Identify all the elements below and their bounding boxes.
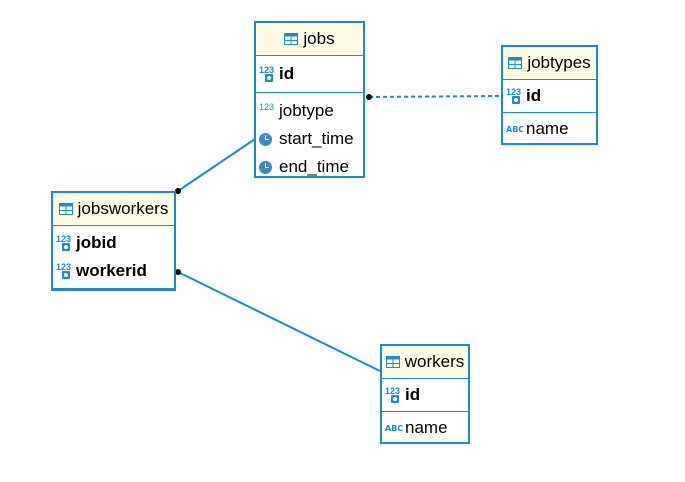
table-icon (508, 57, 523, 69)
key-section: 123 id (503, 80, 596, 113)
column-name: name (405, 418, 448, 437)
column-section: ABC name (503, 113, 596, 147)
entity-jobsworkers[interactable]: jobsworkers 123 jobid 123 workerid (51, 191, 176, 291)
entity-header: jobsworkers (53, 193, 174, 226)
clock-icon (259, 130, 279, 148)
key-section: 123 id (382, 379, 468, 412)
column-row[interactable]: ABC name (382, 414, 468, 442)
entity-title: jobtypes (527, 53, 591, 72)
column-name: jobtype (279, 101, 334, 120)
entity-header: jobtypes (503, 47, 596, 80)
column-row[interactable]: 123 id (256, 60, 363, 88)
table-icon (284, 33, 299, 45)
column-section: 123 jobtype start_time end_time (256, 93, 363, 185)
text-icon: ABC (506, 124, 525, 134)
key-section: 123 jobid 123 workerid (53, 226, 174, 289)
column-name: name (526, 119, 569, 138)
entity-header: workers (382, 346, 468, 379)
column-name: id (526, 86, 542, 105)
column-row[interactable]: end_time (256, 153, 363, 181)
numeric-key-icon: 123 (56, 234, 76, 252)
relationship-end-dot (366, 94, 372, 100)
entity-title: jobsworkers (77, 199, 169, 218)
table-icon (385, 356, 400, 368)
column-row[interactable]: ABC name (503, 115, 596, 143)
relationship-jobsworkers-workers[interactable] (177, 271, 381, 372)
relationship-jobs-jobtypes[interactable] (368, 95, 502, 98)
entity-title: jobs (303, 29, 335, 48)
column-row[interactable]: 123 id (503, 82, 596, 110)
column-name: start_time (279, 129, 354, 148)
column-row[interactable]: 123 id (382, 381, 468, 409)
entity-jobs[interactable]: jobs 123 id 123 jobtype start_time end_t… (254, 21, 365, 178)
relationship-jobsworkers-jobs[interactable] (177, 138, 256, 192)
numeric-key-icon: 123 (56, 262, 76, 280)
entity-workers[interactable]: workers 123 id ABC name (380, 344, 470, 444)
entity-jobtypes[interactable]: jobtypes 123 id ABC name (501, 45, 598, 145)
numeric-key-icon: 123 (259, 65, 279, 83)
column-row[interactable]: 123 jobid (53, 229, 174, 257)
column-row[interactable]: 123 jobtype (256, 97, 363, 125)
entity-header: jobs (256, 23, 363, 56)
table-icon (58, 203, 73, 215)
key-section: 123 id (256, 56, 363, 93)
column-row[interactable]: 123 workerid (53, 257, 174, 285)
numeric-icon: 123 (259, 102, 275, 112)
column-name: jobid (76, 233, 117, 252)
entity-title: workers (404, 352, 465, 371)
clock-icon (259, 158, 279, 176)
text-icon: ABC (385, 423, 404, 433)
column-name: workerid (76, 261, 147, 280)
column-name: end_time (279, 157, 349, 176)
column-section: ABC name (382, 412, 468, 446)
column-name: id (405, 385, 421, 404)
numeric-key-icon: 123 (385, 386, 405, 404)
numeric-key-icon: 123 (506, 87, 526, 105)
column-name: id (279, 64, 295, 83)
column-row[interactable]: start_time (256, 125, 363, 153)
